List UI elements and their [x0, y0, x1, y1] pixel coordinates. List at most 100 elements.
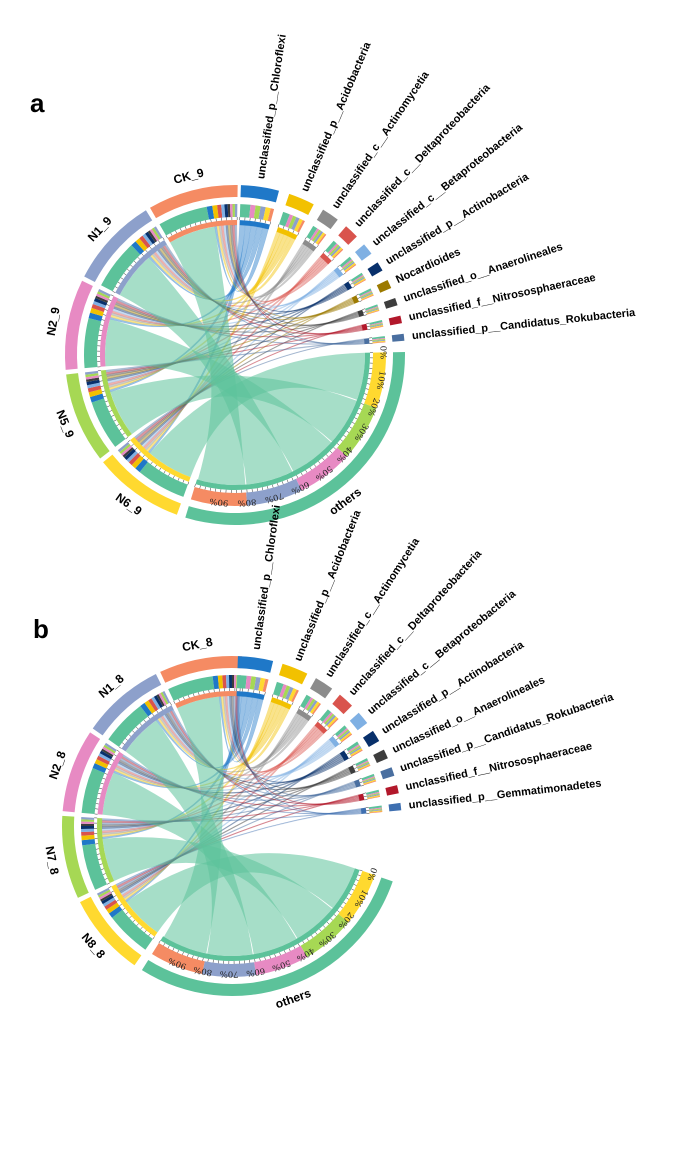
composition-block: [98, 289, 111, 297]
axis-tick: [317, 719, 320, 722]
taxon-inner-arc: [360, 807, 367, 814]
axis-tick: [188, 695, 190, 699]
axis-tick: [254, 959, 256, 963]
composition-block: [279, 211, 290, 227]
axis-tick: [311, 714, 314, 718]
axis-tick: [148, 933, 151, 937]
axis-tick: [311, 935, 314, 938]
composition-block: [232, 204, 235, 218]
axis-tick: [133, 260, 137, 264]
composition-block: [324, 713, 335, 725]
axis-tick: [111, 758, 115, 761]
axis-tick: [156, 710, 159, 714]
composition-block: [81, 817, 95, 820]
axis-tick: [300, 472, 303, 476]
axis-tick: [172, 947, 175, 951]
axis-tick: [118, 746, 122, 749]
taxon-segment: [239, 185, 279, 230]
composition-block: [291, 689, 299, 703]
composition-block: [98, 889, 111, 898]
percent-tick-label: 80%: [193, 964, 214, 978]
composition-block: [372, 337, 386, 341]
axis-tick: [158, 240, 161, 243]
composition-block: [94, 759, 109, 769]
axis-tick: [122, 432, 125, 435]
axis-tick: [297, 232, 300, 236]
taxon-outer-arc: [349, 712, 368, 731]
composition-block: [345, 264, 357, 273]
composition-block: [90, 307, 104, 317]
composition-block: [122, 447, 134, 458]
axis-tick: [302, 940, 305, 944]
axis-tick: [277, 483, 279, 487]
axis-tick: [143, 719, 146, 723]
ribbon-others: [149, 352, 365, 478]
axis-tick: [327, 254, 330, 257]
taxon-inner-arc: [270, 697, 292, 710]
axis-tick: [110, 890, 114, 893]
composition-block: [84, 318, 102, 369]
composition-block: [221, 204, 226, 218]
panel-a: a 0%10%20%30%40%50%60%70%80%90%N6_9N5_9N…: [30, 34, 637, 526]
axis-tick: [182, 479, 185, 483]
axis-tick: [116, 424, 120, 427]
axis-tick: [167, 945, 170, 949]
axis-tick: [202, 957, 204, 961]
sample-label: N2_8: [46, 749, 69, 781]
composition-block: [366, 792, 380, 797]
axis-tick: [125, 738, 128, 741]
axis-tick: [364, 799, 368, 801]
composition-block: [97, 291, 110, 299]
taxon-segment: [296, 678, 333, 721]
composition-block: [148, 698, 159, 712]
composition-block: [306, 698, 316, 711]
axis-tick: [121, 742, 125, 745]
axis-tick: [293, 945, 296, 949]
composition-block: [100, 893, 113, 902]
composition-block: [366, 309, 380, 315]
axis-tick: [207, 958, 209, 962]
axis-tick: [269, 221, 271, 225]
axis-tick: [101, 868, 105, 870]
axis-tick: [288, 948, 291, 952]
axis-tick: [281, 697, 284, 701]
composition-block: [369, 811, 383, 814]
axis-tick: [348, 756, 352, 759]
axis-tick: [147, 716, 150, 720]
composition-block: [325, 715, 336, 726]
axis-tick: [194, 222, 197, 226]
axis-tick: [359, 781, 363, 783]
axis-tick: [187, 953, 189, 957]
taxon-inner-arc: [339, 750, 349, 761]
axis-tick: [119, 903, 123, 907]
composition-block: [120, 445, 133, 456]
sample-outer-arc: [62, 732, 101, 813]
axis-tick: [363, 311, 367, 313]
composition-block: [352, 275, 365, 284]
composition-block: [108, 706, 149, 747]
taxon-outer-arc: [237, 656, 274, 673]
composition-block: [168, 676, 215, 701]
composition-block: [96, 755, 110, 765]
ribbon-taxon: [157, 249, 348, 315]
composition-block: [142, 233, 153, 246]
composition-block: [131, 241, 145, 255]
sample-segment: [62, 732, 124, 815]
axis-tick: [272, 484, 274, 488]
axis-tick: [362, 792, 367, 794]
composition-block: [151, 696, 161, 710]
composition-block: [149, 229, 159, 242]
axis-tick: [329, 450, 333, 454]
axis-tick: [120, 277, 124, 280]
axis-tick: [355, 879, 359, 881]
composition-block: [131, 455, 144, 469]
composition-block: [291, 217, 300, 231]
sample-outer-arc: [79, 896, 142, 966]
composition-block: [263, 207, 271, 221]
taxon-segment: [339, 730, 380, 761]
axis-tick: [153, 243, 156, 246]
axis-tick: [105, 400, 109, 403]
composition-block: [86, 379, 100, 386]
axis-tick: [364, 314, 368, 316]
composition-block: [222, 675, 227, 689]
